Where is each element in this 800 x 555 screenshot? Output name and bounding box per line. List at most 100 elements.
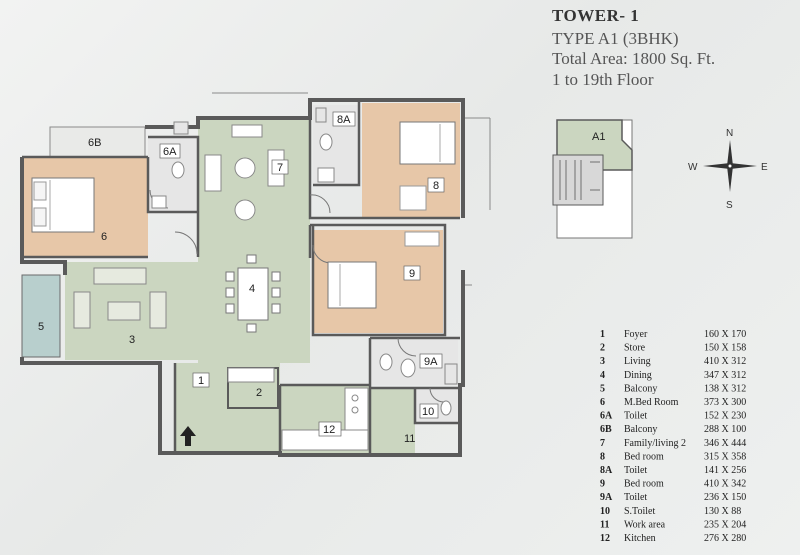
key-plan-label: A1 [592, 131, 605, 143]
room-label-12: 12 [318, 421, 342, 437]
legend-number: 4 [600, 370, 605, 381]
legend-room-name: Toilet [624, 411, 647, 422]
legend-number: 6B [600, 424, 612, 435]
svg-text:3: 3 [129, 334, 135, 346]
legend-room-name: Family/living 2 [624, 438, 686, 449]
room-label-6: 6 [101, 231, 107, 243]
svg-text:6: 6 [101, 231, 107, 243]
legend-number: 3 [600, 356, 605, 367]
legend-room-name: M.Bed Room [624, 397, 679, 408]
legend-row: 6 M.Bed Room 373 X 300 [600, 397, 746, 408]
legend-dimension: 410 X 342 [704, 479, 746, 490]
svg-text:5: 5 [38, 321, 44, 333]
legend-dimension: 276 X 280 [704, 533, 746, 544]
legend-number: 10 [600, 506, 610, 517]
room-label-9a: 9A [419, 353, 443, 369]
legend-room-name: Living [624, 356, 651, 367]
svg-text:11: 11 [404, 433, 415, 445]
room-label-10: 10 [419, 403, 439, 419]
legend-dimension: 346 X 444 [704, 438, 746, 449]
legend-room-name: Work area [624, 519, 666, 530]
svg-text:10: 10 [422, 406, 434, 418]
legend-dimension: 138 X 312 [704, 383, 746, 394]
legend-dimension: 160 X 170 [704, 329, 746, 340]
room-label-7: 7 [271, 159, 289, 175]
legend-number: 8 [600, 451, 605, 462]
bed-8 [399, 121, 456, 211]
floor-range: 1 to 19th Floor [552, 70, 654, 89]
legend-number: 6A [600, 411, 613, 422]
svg-text:8A: 8A [337, 114, 351, 126]
legend-number: 6 [600, 397, 605, 408]
legend-dimension: 152 X 230 [704, 411, 746, 422]
legend-room-name: Foyer [624, 329, 648, 340]
room-labels: 6B 6A 6 7 8A 8 4 3 5 9 9A 1 2 10 11 12 [38, 111, 445, 445]
room-label-9: 9 [403, 265, 421, 281]
compass-west: W [688, 162, 698, 173]
dining-table [225, 254, 281, 333]
legend-row: 1 Foyer 160 X 170 [600, 329, 746, 340]
legend-dimension: 130 X 88 [704, 506, 741, 517]
room-label-8: 8 [427, 177, 445, 193]
entrance-arrow-icon [180, 426, 196, 446]
svg-text:9A: 9A [424, 356, 438, 368]
tower-title: TOWER- 1 [552, 6, 640, 25]
room-label-6a: 6A [159, 143, 181, 159]
legend-row: 12 Kitchen 276 X 280 [600, 533, 746, 544]
legend-dimension: 236 X 150 [704, 492, 746, 503]
legend-dimension: 150 X 158 [704, 343, 746, 354]
master-bed [31, 177, 95, 233]
legend-dimension: 315 X 358 [704, 451, 746, 462]
room-label-5: 5 [38, 321, 44, 333]
legend-dimension: 141 X 256 [704, 465, 746, 476]
legend-dimension: 373 X 300 [704, 397, 746, 408]
living-sofa-set [73, 267, 167, 329]
svg-text:1: 1 [198, 375, 204, 387]
svg-text:2: 2 [256, 387, 262, 399]
kitchen-counter [227, 367, 369, 451]
compass-rose-icon: N S E W [688, 128, 768, 211]
svg-text:8: 8 [433, 180, 439, 192]
svg-text:12: 12 [323, 424, 335, 436]
room-label-8a: 8A [332, 111, 356, 127]
legend-number: 1 [600, 329, 605, 340]
floor-plan: 6B 6A 6 7 8A 8 4 3 5 9 9A 1 2 10 11 12 [20, 92, 491, 457]
legend-row: 7 Family/living 2 346 X 444 [600, 438, 746, 449]
work-area-fill [370, 388, 415, 453]
room-label-4: 4 [249, 283, 255, 295]
legend-number: 5 [600, 383, 605, 394]
legend-room-name: Bed room [624, 479, 664, 490]
legend-room-name: Toilet [624, 465, 647, 476]
legend-row: 9 Bed room 410 X 342 [600, 479, 746, 490]
toilet-fixtures [151, 107, 458, 416]
legend-number: 12 [600, 533, 610, 544]
room-label-1: 1 [192, 372, 210, 388]
legend-dimension: 235 X 204 [704, 519, 746, 530]
svg-text:6A: 6A [163, 146, 177, 158]
legend-number: 9 [600, 479, 605, 490]
total-area: Total Area: 1800 Sq. Ft. [552, 49, 716, 68]
compass-south: S [726, 200, 733, 211]
svg-text:7: 7 [277, 162, 283, 174]
legend-number: 7 [600, 438, 605, 449]
svg-text:6B: 6B [88, 137, 101, 149]
legend-row: 6A Toilet 152 X 230 [600, 411, 746, 422]
legend-room-name: Toilet [624, 492, 647, 503]
legend-room-name: Kitchen [624, 533, 656, 544]
legend-row: 9A Toilet 236 X 150 [600, 492, 746, 503]
unit-type: TYPE A1 (3BHK) [552, 29, 679, 48]
legend-number: 9A [600, 492, 613, 503]
legend-room-name: Balcony [624, 424, 657, 435]
bed-9 [327, 231, 440, 309]
legend-room-name: Dining [624, 370, 652, 381]
room-label-11: 11 [404, 433, 415, 445]
